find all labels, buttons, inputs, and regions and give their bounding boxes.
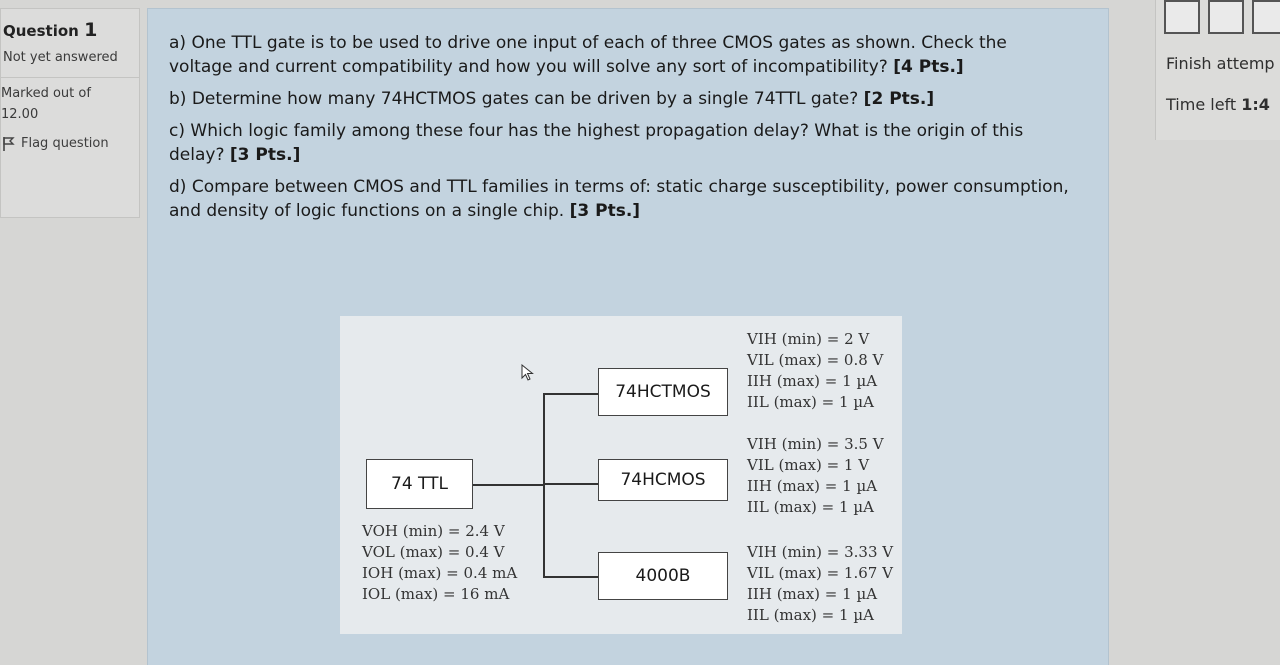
part-c: c) Which logic family among these four h…: [169, 121, 1024, 165]
flag-question-link[interactable]: Flag question: [3, 136, 139, 151]
marked-out-of: Marked out of 12.00: [1, 77, 139, 122]
wire-to-hcmos: [543, 483, 600, 485]
ttl-specs: VOH (min) = 2.4 V VOL (max) = 0.4 V IOH …: [362, 522, 518, 603]
4000b-specs: VIH (min) = 3.33 V VIL (max) = 1.67 V II…: [747, 543, 894, 624]
wire-bus: [543, 393, 545, 576]
part-a: a) One TTL gate is to be used to drive o…: [169, 33, 1007, 77]
nav-question-box-3[interactable]: 3: [1252, 0, 1280, 34]
circuit-diagram: 74 TTL 74HCTMOS 74HCMOS 4000B VOH (min) …: [340, 316, 902, 634]
question-heading: Question 1: [3, 19, 98, 41]
flag-icon: [3, 136, 15, 151]
finish-attempt-link[interactable]: Finish attemp: [1166, 54, 1275, 73]
time-left-value: 1:4: [1241, 95, 1270, 114]
hctmos-gate: 74HCTMOS: [598, 368, 728, 416]
marked-value: 12.00: [1, 107, 39, 122]
part-d: d) Compare between CMOS and TTL families…: [169, 177, 1069, 221]
wire-to-4000b: [543, 576, 600, 578]
question-number: 1: [84, 19, 98, 41]
wire-to-hctmos: [543, 393, 600, 395]
hcmos-gate: 74HCMOS: [598, 459, 728, 501]
question-card: a) One TTL gate is to be used to drive o…: [147, 8, 1109, 665]
hctmos-specs: VIH (min) = 2 V VIL (max) = 0.8 V IIH (m…: [747, 330, 884, 411]
hcmos-specs: VIH (min) = 3.5 V VIL (max) = 1 V IIH (m…: [747, 435, 884, 516]
question-info-panel: Question 1 Not yet answered Marked out o…: [0, 8, 140, 218]
time-left: Time left 1:4: [1166, 95, 1270, 114]
question-status: Not yet answered: [3, 50, 118, 65]
part-b: b) Determine how many 74HCTMOS gates can…: [169, 89, 935, 109]
4000b-gate: 4000B: [598, 552, 728, 600]
ttl-gate: 74 TTL: [366, 459, 473, 509]
nav-question-box-1[interactable]: 1: [1164, 0, 1200, 34]
wire-main-out: [473, 484, 543, 486]
mouse-cursor-icon: [521, 364, 534, 381]
nav-question-box-2[interactable]: 2: [1208, 0, 1244, 34]
